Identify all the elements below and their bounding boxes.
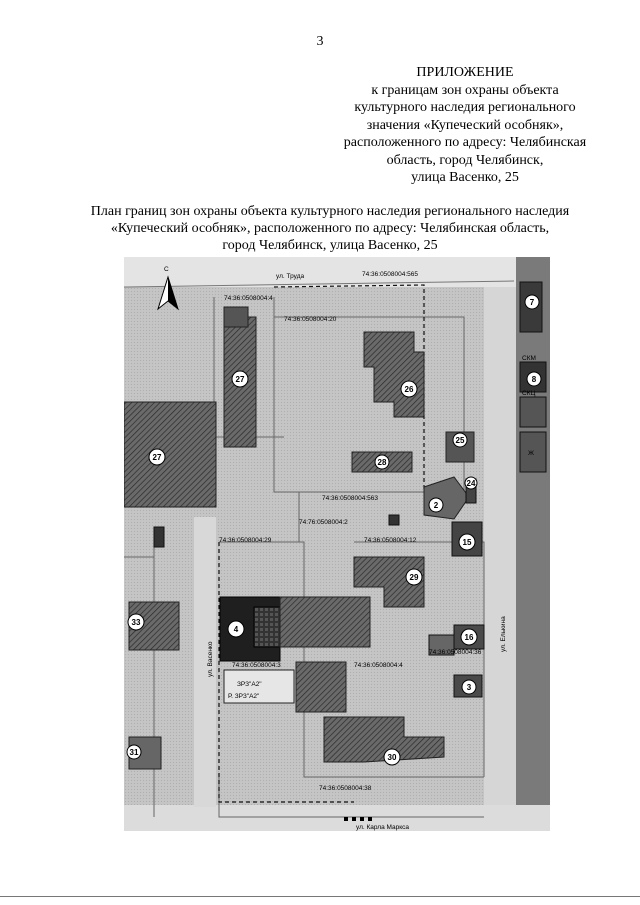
right-strip [516, 257, 550, 831]
object-marker: 24 [467, 479, 476, 488]
side-label: СКЦ [522, 390, 535, 397]
street-right [484, 287, 516, 827]
street-label-right: ул. Елькина [500, 616, 507, 652]
appendix-line: расположенного по адресу: Челябинская [343, 135, 587, 150]
appendix-line: улица Васенко, 25 [411, 170, 519, 185]
bottom-rule [0, 896, 640, 897]
object-marker: 25 [456, 436, 465, 445]
object-marker: 16 [465, 633, 474, 642]
zone-map: С ул. Труда ул. Васенко ул. Елькина ул. … [124, 257, 550, 831]
parcel-label: 74:76:0508004:2 [299, 519, 348, 526]
parcel-label: 74:36:0508004:38 [319, 785, 372, 792]
street-top [124, 257, 550, 287]
object-marker: 3 [467, 683, 472, 692]
plan-title: План границ зон охраны объекта культурно… [30, 203, 630, 254]
parcel-label: 74:36:0508004:36 [429, 649, 482, 656]
object-marker: 28 [378, 458, 387, 467]
north-letter: С [164, 266, 169, 273]
street-left [194, 517, 216, 807]
parcel-label: 74:36:0508004:29 [219, 537, 272, 544]
appendix-line: значения «Купеческий особняк», [366, 117, 564, 133]
parcel-label: 74:36:0508004:565 [362, 271, 418, 278]
parcel-label: 74:36:0508004:4 [354, 662, 403, 669]
zone-map-canvas: С ул. Труда ул. Васенко ул. Елькина ул. … [124, 257, 550, 831]
object-marker: 4 [234, 625, 239, 634]
object-marker: 15 [463, 538, 472, 547]
appendix-heading: ПРИЛОЖЕНИЕ к границам зон охраны объекта… [300, 64, 630, 187]
zone-label-box [223, 669, 295, 704]
plan-title-line: План границ зон охраны объекта культурно… [90, 204, 570, 219]
building-4-wing [279, 596, 371, 648]
zone-boundary [218, 284, 425, 803]
parcel-label: 74:36:0508004:3 [232, 662, 281, 669]
object-marker: 29 [410, 573, 419, 582]
building-29 [353, 556, 425, 608]
street-bottom [124, 805, 550, 831]
parcel-label: 74:36:0508004:20 [284, 316, 337, 323]
object-marker: 26 [405, 385, 414, 394]
zone-label: ЗРЗ"А2" [237, 681, 262, 688]
object-marker: 30 [388, 753, 397, 762]
appendix-line: культурного наследия регионального [354, 100, 576, 115]
object-marker: 7 [530, 298, 535, 307]
bottom-dots [344, 817, 372, 821]
parcel-label: 74:36:0508004:4 [224, 295, 273, 302]
zone-label: Р. ЗРЗ"А2" [228, 693, 260, 700]
parcel-boundaries [124, 297, 485, 818]
object-marker: 31 [130, 748, 139, 757]
appendix-line: область, город Челябинск, [386, 152, 544, 168]
appendix-line: к границам зон охраны объекта [371, 82, 559, 98]
parcel-labels: 74:36:0508004:565 74:36:0508004:20 74:36… [219, 271, 482, 792]
parcel-label: 74:36:0508004:563 [322, 495, 378, 502]
parcel-label: 74:36:0508004:12 [364, 537, 417, 544]
object-marker: 27 [236, 375, 245, 384]
object-markers: 7 8 27 27 26 25 28 24 2 15 29 4 33 16 3 … [126, 294, 542, 766]
street-label-top: ул. Труда [276, 273, 304, 280]
building-27-big [124, 401, 217, 508]
side-label: Ж [528, 450, 534, 457]
appendix-line: ПРИЛОЖЕНИЕ [416, 65, 514, 80]
street-label-left: ул. Васенко [207, 641, 214, 677]
object-marker: 8 [532, 375, 537, 384]
object-marker: 2 [434, 501, 439, 510]
plan-title-line: город Челябинск, улица Васенко, 25 [222, 238, 438, 253]
street-label-bottom: ул. Карла Маркса [356, 824, 409, 831]
object-marker: 27 [153, 453, 162, 462]
object-marker: 33 [132, 618, 141, 627]
building-annex [295, 661, 347, 713]
page-number: 3 [316, 34, 324, 49]
plan-title-line: «Купеческий особняк», расположенного по … [110, 221, 550, 236]
north-arrow-icon [157, 275, 179, 311]
building-30 [323, 716, 445, 763]
side-label: СКМ [522, 355, 536, 362]
